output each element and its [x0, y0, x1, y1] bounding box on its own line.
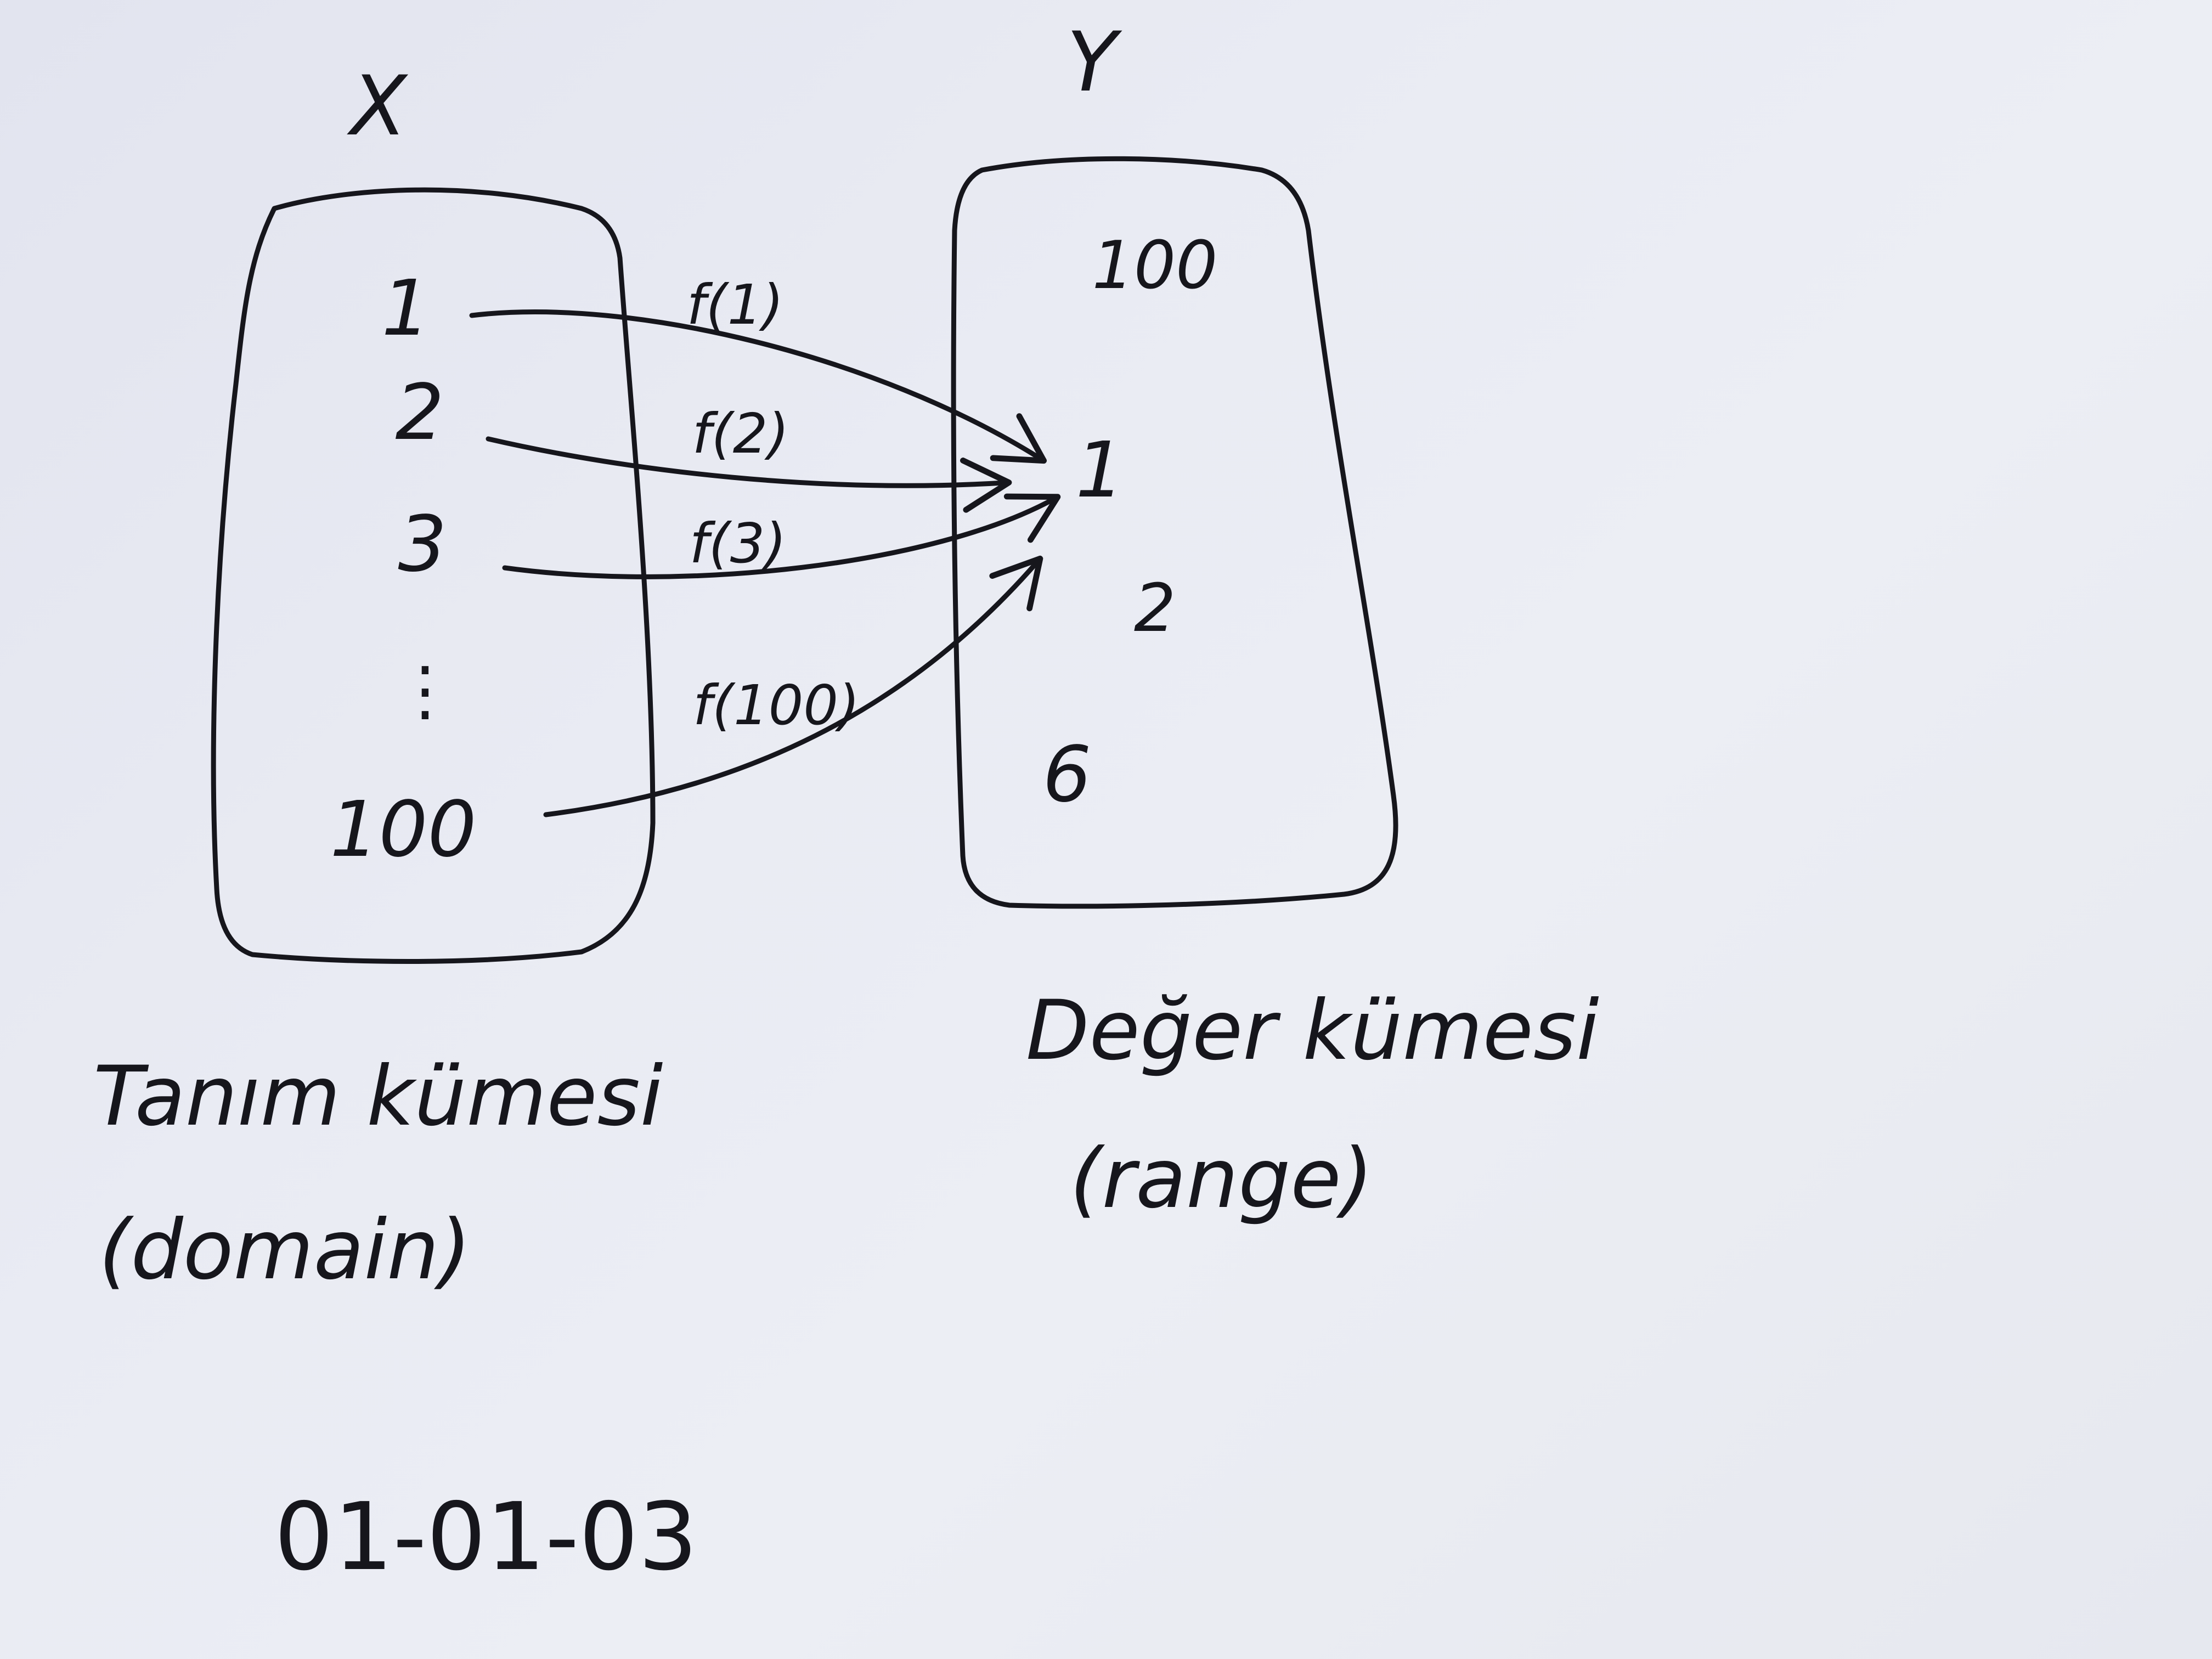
domain-caption-line2: (domain) [99, 1203, 471, 1298]
arrow-f3 [502, 493, 1061, 579]
range-element-100: 100 [1092, 228, 1217, 304]
domain-caption-line1: Tanım kümesi [93, 1049, 663, 1144]
arrow-f2 [486, 436, 1012, 513]
range-element-2: 2 [1134, 571, 1176, 647]
domain-element-100: 100 [330, 785, 476, 874]
range-set-letter: Y [1066, 15, 1122, 110]
arrow-label-f2: f(2) [692, 402, 789, 466]
domain-ellipsis: ⋮ [392, 653, 458, 729]
range-caption-line1: Değer kümesi [1026, 983, 1599, 1079]
range-set-outline [951, 156, 1398, 909]
arrow-label-f1: f(1) [687, 273, 784, 337]
range-caption-line2: (range) [1070, 1131, 1373, 1227]
range-element-1: 1 [1075, 426, 1124, 515]
range-element-6: 6 [1042, 730, 1091, 820]
arrow-f100 [543, 555, 1043, 817]
domain-element-3: 3 [398, 500, 447, 589]
domain-set-letter: X [347, 59, 409, 154]
arrow-label-f100: f(100) [693, 673, 860, 737]
date-label: 01-01-03 [274, 1483, 698, 1592]
arrow-label-f3: f(3) [690, 511, 787, 575]
arrow-f1 [469, 309, 1047, 464]
domain-set-outline [211, 187, 656, 964]
domain-element-2: 2 [395, 368, 444, 458]
domain-element-1: 1 [381, 264, 430, 353]
